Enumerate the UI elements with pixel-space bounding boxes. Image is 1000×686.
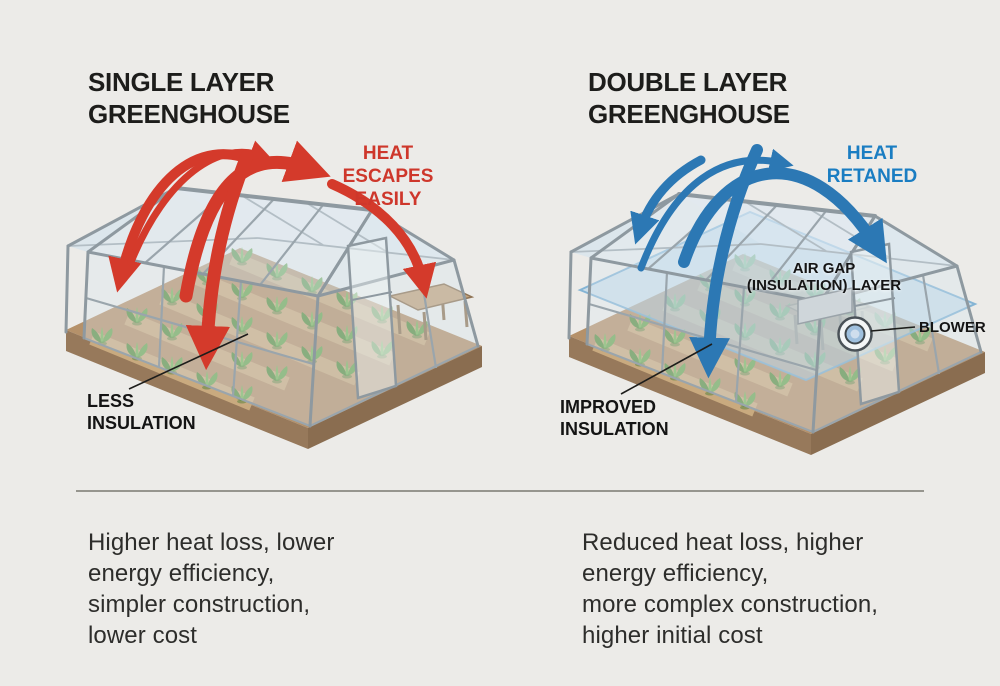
heat-retained-line1: HEAT <box>846 143 898 164</box>
blower-label: BLOWER <box>919 319 986 336</box>
right-greenhouse <box>569 192 985 455</box>
left-description-line: Higher heat loss, lower <box>88 529 335 556</box>
less-insulation-label: LESS INSULATION <box>87 390 196 434</box>
pointer-lines <box>128 326 916 395</box>
heat-retained-line2: RETANED <box>826 166 918 187</box>
left-title-line1: SINGLE LAYER <box>88 67 275 97</box>
heat-escapes-annotation: HEAT ESCAPES EASILY <box>318 142 458 211</box>
less-insulation-line1: LESS <box>87 391 135 411</box>
left-description-line: simpler construction, <box>88 591 311 618</box>
heat-retained-arrows <box>630 144 887 379</box>
blower-icon <box>797 287 873 352</box>
left-description-line: lower cost <box>88 622 198 649</box>
air-gap-line2: (INSULATION) LAYER <box>746 277 902 294</box>
left-title-line2: GREENGHOUSE <box>88 99 290 129</box>
right-title-line1: DOUBLE LAYER <box>588 67 788 97</box>
air-gap-label: AIR GAP (INSULATION) LAYER <box>746 260 902 294</box>
right-description-line: Reduced heat loss, higher <box>582 529 864 556</box>
right-description-line: energy efficiency, <box>582 560 769 587</box>
improved-insulation-label: IMPROVED INSULATION <box>560 396 669 440</box>
improved-insulation-pointer-line <box>620 343 713 395</box>
heat-retained-annotation: HEAT RETANED <box>802 142 942 188</box>
less-insulation-line2: INSULATION <box>87 413 196 433</box>
blower-pointer-line <box>870 326 916 332</box>
improved-insulation-line1: IMPROVED <box>560 397 657 417</box>
right-description-line: more complex construction, <box>582 591 879 618</box>
left-description: Higher heat loss, lower energy efficienc… <box>88 527 334 651</box>
right-description-line: higher initial cost <box>582 622 763 649</box>
heat-escapes-line2: EASILY <box>354 189 422 210</box>
right-description: Reduced heat loss, higher energy efficie… <box>582 527 878 651</box>
right-panel-title: DOUBLE LAYER GREENGHOUSE <box>588 66 790 130</box>
air-gap-line1: AIR GAP <box>792 260 856 277</box>
heat-escapes-line1: HEAT ESCAPES <box>342 143 434 187</box>
heat-escape-arrows <box>108 140 437 371</box>
improved-insulation-line2: INSULATION <box>560 419 669 439</box>
left-panel-title: SINGLE LAYER GREENGHOUSE <box>88 66 290 130</box>
less-insulation-pointer-line <box>128 333 249 390</box>
section-divider <box>76 490 924 492</box>
left-description-line: energy efficiency, <box>88 560 275 587</box>
right-title-line2: GREENGHOUSE <box>588 99 790 129</box>
